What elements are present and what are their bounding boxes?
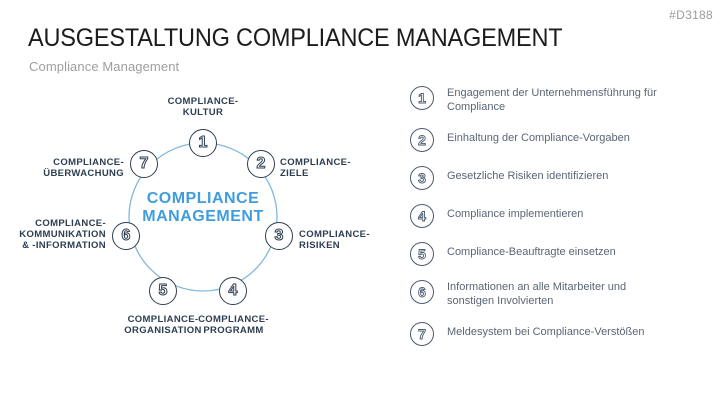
cycle-node-1-label: COMPLIANCE- KULTUR [167,96,239,118]
legend-text-6: Informationen an alle Mitarbeiter und so… [447,281,627,307]
cycle-node-7-label: COMPLIANCE- ÜBERWACHUNG [43,157,124,179]
legend-badge-6: 6 [410,280,434,304]
cycle-node-7[interactable]: 7 [130,150,158,178]
legend-badge-4: 4 [410,204,434,228]
cycle-node-4-label: COMPLIANCE- PROGRAMM [198,314,269,336]
legend-item-3[interactable]: 3 Gesetzliche Risiken identifizieren [410,166,710,190]
legend-item-7[interactable]: 7 Meldesystem bei Compliance-Verstößen [410,322,710,346]
cycle-node-2[interactable]: 2 [247,150,275,178]
cycle-node-3[interactable]: 3 [265,222,293,250]
legend-item-1[interactable]: 1 Engagement der Unternehmensführung für… [410,86,710,114]
cycle-node-4[interactable]: 4 [219,277,247,305]
cycle-node-2-number: 2 [256,155,266,172]
cycle-node-6-label: COMPLIANCE- KOMMUNIKATION & -INFORMATION [19,218,106,251]
legend-badge-5: 5 [410,242,434,266]
legend-text-4: Compliance implementieren [447,208,584,220]
legend-badge-4-number: 4 [418,208,427,224]
legend-item-4[interactable]: 4 Compliance implementieren [410,204,710,228]
compliance-cycle-diagram: COMPLIANCE MANAGEMENT 1 COMPLIANCE- KULT… [0,78,400,358]
cycle-node-6[interactable]: 6 [112,222,140,250]
legend-text-1: Engagement der Unternehmensführung für C… [447,87,657,113]
legend-badge-1: 1 [410,86,434,110]
legend-badge-7-number: 7 [418,326,427,342]
legend-text-2: Einhaltung der Compliance-Vorgaben [447,132,630,144]
legend-badge-7: 7 [410,322,434,346]
cycle-node-5-number: 5 [158,282,168,299]
legend-badge-2-number: 2 [418,132,427,148]
cycle-node-7-number: 7 [139,155,149,172]
legend-item-6[interactable]: 6 Informationen an alle Mitarbeiter und … [410,280,710,308]
cycle-node-5[interactable]: 5 [149,277,177,305]
cycle-node-2-label: COMPLIANCE- ZIELE [280,157,351,179]
cycle-node-1-number: 1 [198,134,208,151]
legend-badge-3-number: 3 [418,170,427,186]
cycle-node-3-label: COMPLIANCE- RISIKEN [299,229,370,251]
legend-badge-6-number: 6 [418,284,427,300]
slide-code: #D3188 [669,8,713,22]
legend-text-5: Compliance-Beauftragte einsetzen [447,246,616,258]
page-subtitle: Compliance Management [29,59,180,74]
cycle-node-5-label: COMPLIANCE- ORGANISATION [124,314,202,336]
legend-text-7: Meldesystem bei Compliance-Verstößen [447,326,645,338]
legend-item-2[interactable]: 2 Einhaltung der Compliance-Vorgaben [410,128,710,152]
diagram-center-label: COMPLIANCE MANAGEMENT [142,190,264,225]
page-title: AUSGESTALTUNG COMPLIANCE MANAGEMENT [28,24,563,52]
cycle-node-3-number: 3 [274,227,284,244]
legend-badge-3: 3 [410,166,434,190]
legend-badge-2: 2 [410,128,434,152]
legend-badge-1-number: 1 [418,90,427,106]
legend-item-5[interactable]: 5 Compliance-Beauftragte einsetzen [410,242,710,266]
cycle-node-6-number: 6 [121,227,131,244]
legend-badge-5-number: 5 [418,246,427,262]
legend-text-3: Gesetzliche Risiken identifizieren [447,170,609,182]
legend-list: 1 Engagement der Unternehmensführung für… [410,86,710,360]
cycle-node-4-number: 4 [228,282,238,299]
cycle-node-1[interactable]: 1 [189,129,217,157]
